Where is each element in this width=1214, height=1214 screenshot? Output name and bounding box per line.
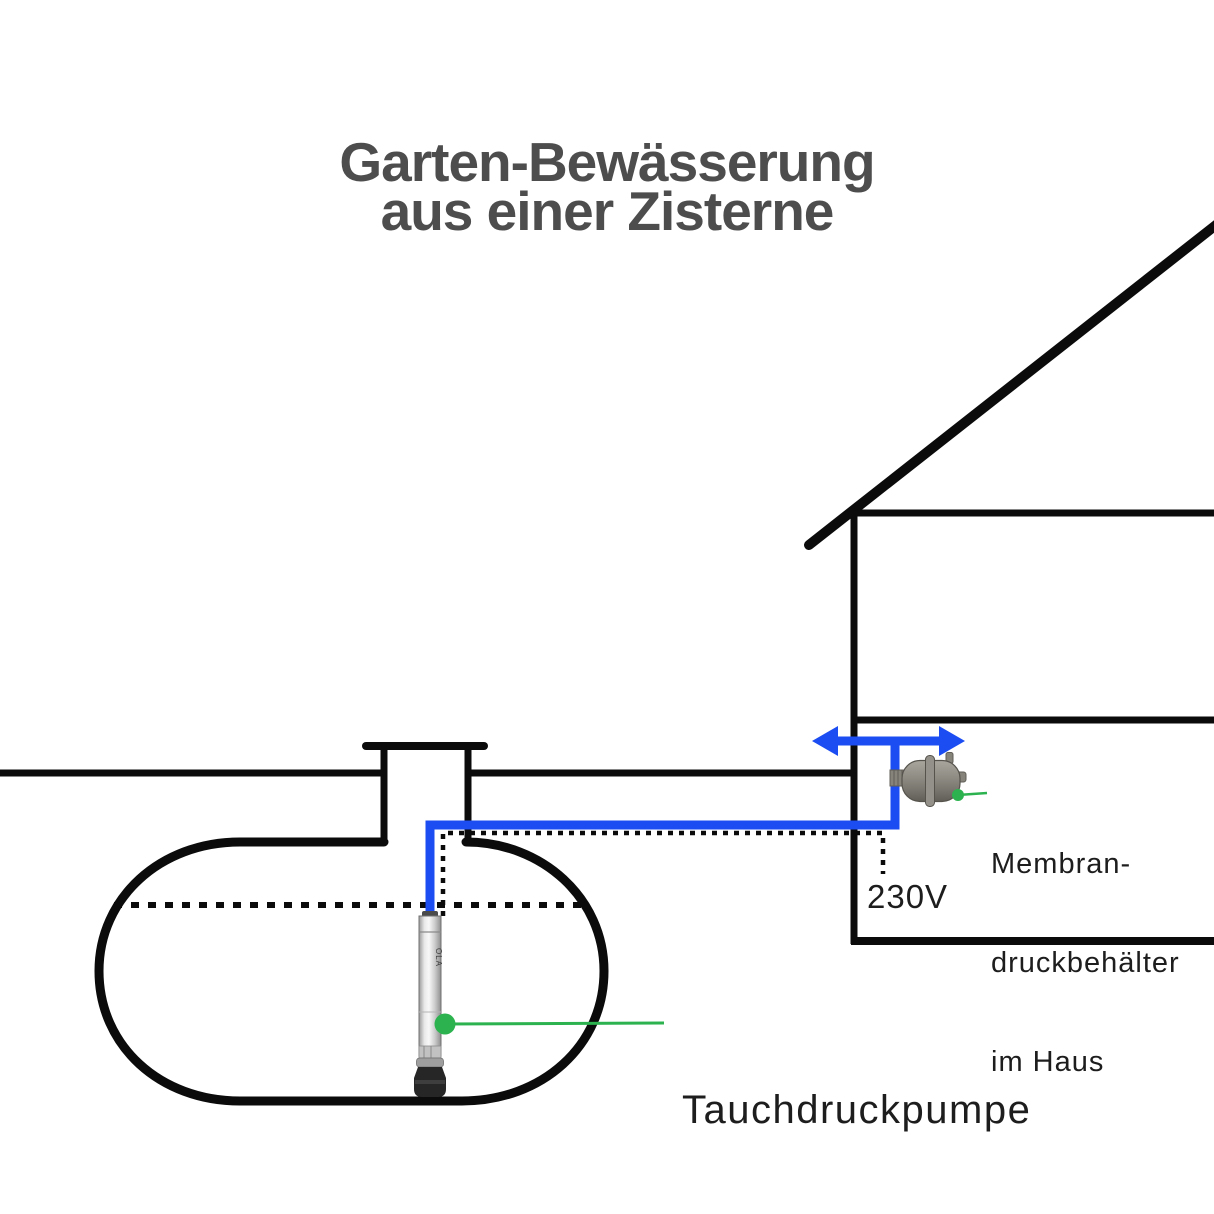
house-roof-line	[804, 220, 1214, 550]
membrane-tank-label: Membran- druckbehälter im Haus	[991, 782, 1180, 1145]
house-outline	[804, 220, 1214, 945]
pump-coupling-ring	[416, 1057, 444, 1068]
pump-callout-line	[444, 1021, 665, 1026]
submersible-pump: OLA	[414, 911, 446, 1097]
pump-brand-text: OLA	[434, 948, 443, 967]
cistern	[94, 742, 609, 1106]
membrane-pressure-tank	[889, 752, 967, 807]
callouts	[434, 789, 988, 1035]
flow-arrow-head-right	[939, 726, 965, 756]
membrane-tank-label-line3: im Haus	[991, 1046, 1105, 1078]
voltage-label: 230V	[867, 878, 949, 915]
diagram-title-line2: aus einer Zisterne	[380, 180, 835, 242]
pump-stage-band	[418, 1045, 442, 1059]
pump-foot-stripe	[415, 1080, 445, 1084]
diagram-title: Garten-Bewässerung aus einer Zisterne	[7, 131, 1207, 242]
pump-body	[418, 915, 442, 1057]
flow-direction-arrow	[812, 726, 965, 756]
membrane-callout-dot	[952, 789, 964, 801]
tank-flange-ring	[925, 755, 935, 807]
membrane-tank-label-line1: Membran-	[991, 848, 1132, 880]
water-pipe	[425, 741, 900, 918]
membrane-tank-label-line2: druckbehälter	[991, 947, 1180, 979]
diagram-title-line1: Garten-Bewässerung	[339, 131, 875, 193]
cistern-tank-outline	[94, 837, 609, 1106]
pump-callout-dot	[434, 1013, 456, 1035]
flow-arrow-head-left	[812, 726, 838, 756]
pump-label-line1: Tauchdruckpumpe	[682, 1088, 1032, 1132]
pump-label: Tauchdruckpumpe OLA 100 AUTO	[682, 1003, 1031, 1214]
power-cable-line	[440, 830, 886, 916]
